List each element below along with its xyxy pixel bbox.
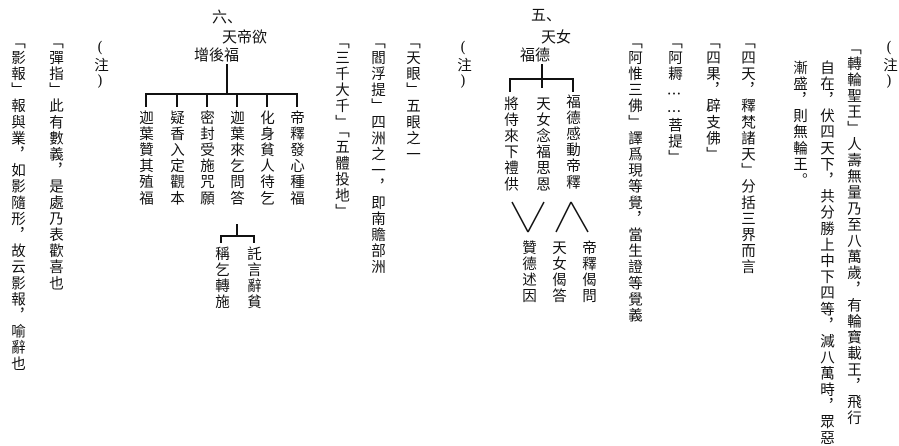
left-note-line-2: 「影報」報與業，如影隨形，故云影報，喻辭也 bbox=[9, 34, 25, 373]
diagram-six-drop-4 bbox=[206, 93, 208, 107]
middle-note-line-3: 「三千大千」「五體投地」 bbox=[333, 34, 349, 220]
right-note-line-5: 「四果，辟支佛」 bbox=[704, 34, 720, 163]
diagram-five-fork-lines bbox=[511, 201, 589, 233]
middle-note-line-2: 「閻浮提」四洲之一，即南贍部洲 bbox=[369, 34, 385, 276]
right-note-line-4: 「四天，釋梵諸天」分括三界而言 bbox=[739, 34, 755, 276]
diagram-six-branch-2: 化身貧人待乞 bbox=[258, 110, 274, 207]
diagram-six-sub-2: 稱乞轉施 bbox=[213, 246, 229, 311]
diagram-six-drop-1 bbox=[296, 93, 298, 107]
diagram-five-sub-2: 天女偈答 bbox=[550, 240, 566, 305]
right-note-line-1: 「轉輪聖王」人壽無量乃至八萬歲，有輪寶載王，飛行 bbox=[845, 40, 861, 427]
diagram-six-sub-stem bbox=[236, 224, 238, 236]
diagram-six-drop-5 bbox=[176, 93, 178, 107]
diagram-six-hbar bbox=[145, 93, 297, 95]
diagram-five-branch-2: 天女念福思恩 bbox=[534, 96, 550, 193]
diagram-six-branch-1: 帝釋發心種福 bbox=[288, 110, 304, 207]
diagram-six-branch-4: 密封受施咒願 bbox=[198, 110, 214, 207]
diagram-six-root-top: 天帝欲 bbox=[222, 28, 268, 46]
diagram-five-branch-3: 將侍來下禮供 bbox=[502, 96, 518, 193]
middle-note-line-1: 「天眼」五眼之一 bbox=[404, 34, 420, 163]
diagram-six-drop-2 bbox=[266, 93, 268, 107]
right-note-label: (注) bbox=[881, 40, 897, 92]
diagram-six-drop-6 bbox=[145, 93, 147, 107]
diagram-five-drop-1 bbox=[572, 78, 574, 92]
diagram-five-drop-3 bbox=[509, 78, 511, 92]
diagram-five-stem bbox=[541, 64, 543, 88]
left-note-label: (注) bbox=[92, 40, 108, 92]
diagram-five-root-bottom: 福德 bbox=[520, 46, 551, 64]
diagram-six-stem bbox=[226, 64, 228, 94]
diagram-six-drop-3 bbox=[236, 93, 238, 107]
diagram-six-branch-6: 迦葉贊其殖福 bbox=[137, 110, 153, 207]
diagram-six-branch-5: 疑香入定觀本 bbox=[168, 110, 184, 207]
diagram-six-sub-drop-1 bbox=[253, 235, 255, 243]
diagram-six-sub-1: 託言辭貧 bbox=[245, 246, 261, 311]
left-note-line-1: 「彈指」此有數義，是處乃表歡喜也 bbox=[47, 34, 63, 292]
right-note-line-2: 自在，伏四天下，共分勝上中下四等，減八萬時，眾惡 bbox=[818, 60, 834, 446]
diagram-six-sub-drop-2 bbox=[220, 235, 222, 243]
diagram-six-sub-hbar bbox=[220, 235, 254, 237]
right-note-line-7: 「阿惟三佛」譯爲現等覺，當生證等覺義 bbox=[626, 34, 642, 324]
diagram-five-sub-1: 帝釋偈問 bbox=[580, 240, 596, 305]
diagram-five-heading: 五、 bbox=[531, 6, 562, 24]
diagram-five-branch-1: 福德感動帝釋 bbox=[564, 94, 580, 191]
right-note-line-3: 漸盛，則無輪王。 bbox=[791, 60, 807, 189]
middle-note-label: (注) bbox=[455, 40, 471, 92]
right-note-line-6: 「阿耨……菩提」 bbox=[666, 34, 682, 166]
diagram-six-root-bottom: 增後福 bbox=[194, 46, 240, 64]
diagram-six-heading: 六、 bbox=[212, 8, 243, 26]
diagram-five-root-top: 天女 bbox=[541, 28, 572, 46]
diagram-six-branch-3: 迦葉來乞問答 bbox=[228, 110, 244, 207]
diagram-five-sub-3: 贊德述因 bbox=[520, 240, 536, 305]
document-page: (注) 「轉輪聖王」人壽無量乃至八萬歲，有輪寶載王，飛行 自在，伏四天下，共分勝… bbox=[9, 6, 897, 446]
diagram-five-hbar bbox=[509, 78, 573, 80]
